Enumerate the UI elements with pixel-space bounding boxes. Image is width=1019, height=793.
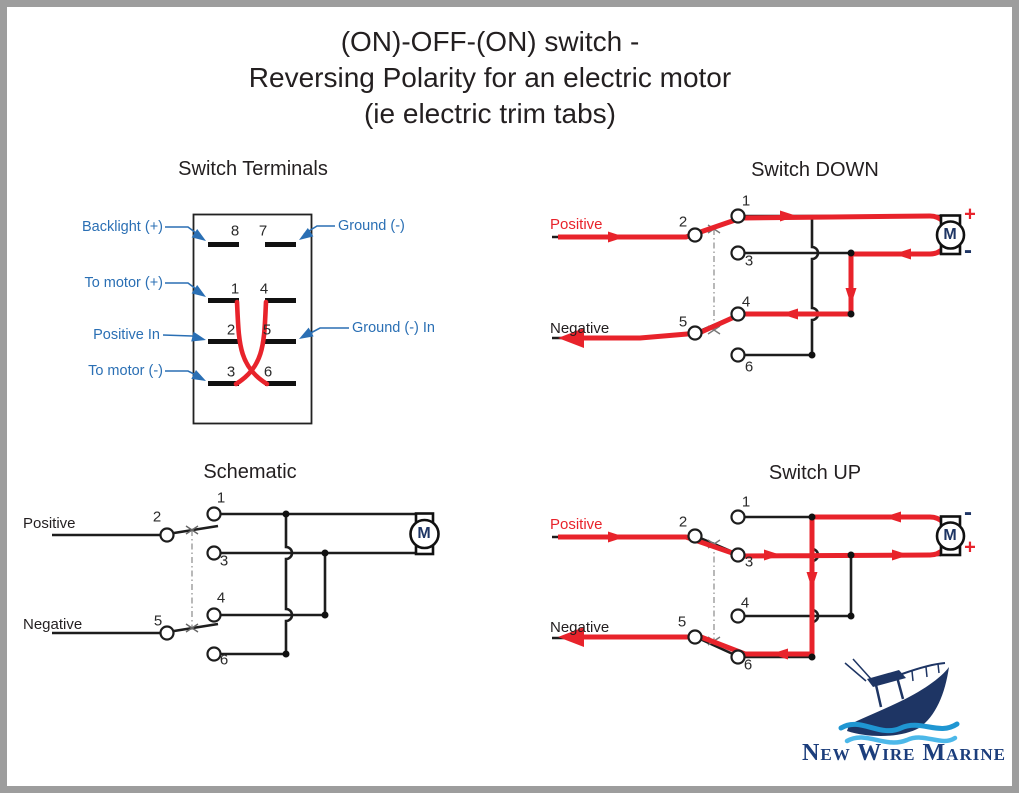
motor-letter: M (943, 527, 957, 544)
motor-plus-sign: + (964, 203, 976, 226)
flow-arrowheads (558, 511, 909, 660)
terminal-number: 4 (741, 293, 751, 311)
terminal-number: 3 (226, 363, 236, 381)
terminal-number: 2 (152, 508, 162, 526)
terminal-number: 5 (678, 313, 688, 331)
label-to-motor-neg: To motor (-) (88, 363, 163, 379)
switch-body-outline (192, 213, 313, 425)
terminal-bars (208, 242, 296, 386)
switch-up-graphic (552, 509, 966, 665)
motor-minus-sign: - (964, 499, 972, 526)
terminal-number: 6 (743, 656, 753, 674)
terminal-number: 4 (740, 594, 750, 612)
brand-name: New Wire Marine (802, 740, 1006, 766)
schematic-title: Schematic (203, 461, 297, 483)
up-negative-label: Negative (550, 619, 610, 636)
motor-letter: M (417, 525, 431, 542)
terminal-number: 6 (219, 651, 229, 669)
terminal-number: 2 (226, 321, 236, 339)
page-title: (ON)-OFF-(ON) switch - Reversing Polarit… (108, 24, 872, 132)
terminal-circles (687, 208, 746, 363)
motor-symbol (409, 512, 440, 556)
wave-dark (838, 721, 960, 734)
callout-arrowheads (191, 228, 314, 381)
terminal-number: 2 (678, 213, 688, 231)
terminal-number: 1 (230, 280, 240, 298)
motor-symbol (935, 214, 966, 256)
motor-minus-sign: - (964, 237, 972, 264)
label-positive-in: Positive In (93, 327, 160, 343)
terminal-number: 8 (230, 222, 240, 240)
boat-logo-icon (838, 658, 960, 745)
switch-terminals-graphic (162, 213, 349, 425)
crossover-wires (233, 299, 270, 387)
terminal-number: 6 (263, 363, 273, 381)
motor-plus-sign: + (964, 536, 976, 559)
switch-down-title: Switch DOWN (751, 159, 879, 181)
terminal-number: 3 (744, 553, 754, 571)
label-to-motor-pos: To motor (+) (84, 275, 163, 291)
junction-dots (808, 513, 855, 661)
motor-symbol (935, 515, 966, 557)
schematic-negative-label: Negative (23, 616, 83, 633)
terminal-number: 1 (741, 493, 751, 511)
terminal-number: 4 (216, 589, 226, 607)
terminal-number: 5 (262, 321, 272, 339)
junction-dots (282, 510, 329, 658)
junction-dots (808, 249, 855, 359)
terminal-circles (687, 509, 746, 665)
down-positive-label: Positive (550, 216, 603, 233)
schematic-wires (52, 512, 416, 656)
terminal-number: 1 (216, 489, 226, 507)
label-ground: Ground (-) (338, 218, 405, 234)
title-line-3: (ie electric trim tabs) (363, 98, 617, 129)
switch-terminals-title: Switch Terminals (178, 158, 328, 180)
terminal-number: 3 (219, 552, 229, 570)
lever-x-marks (185, 525, 199, 633)
motor-letter: M (943, 226, 957, 243)
schematic-positive-label: Positive (23, 515, 76, 532)
terminal-number: 5 (677, 613, 687, 631)
terminal-number: 5 (153, 612, 163, 630)
terminal-number: 4 (259, 280, 269, 298)
title-line-1: (ON)-OFF-(ON) switch - (340, 26, 640, 57)
schematic-graphic (52, 506, 440, 662)
wave-light (844, 735, 958, 745)
switch-up-title: Switch UP (768, 462, 862, 484)
terminal-circles (159, 506, 222, 662)
label-backlight: Backlight (+) (82, 219, 163, 235)
down-negative-label: Negative (550, 320, 610, 337)
terminal-number: 1 (741, 192, 751, 210)
terminal-number: 2 (678, 513, 688, 531)
flow-arrowheads (558, 210, 911, 348)
up-positive-label: Positive (550, 516, 603, 533)
terminal-number: 7 (258, 222, 268, 240)
title-line-2: Reversing Polarity for an electric motor (248, 62, 732, 93)
terminal-number: 6 (744, 358, 754, 376)
callout-lines (162, 225, 349, 378)
label-ground-in: Ground (-) In (352, 320, 435, 336)
terminal-number: 3 (744, 252, 754, 270)
switch-down-graphic (552, 208, 966, 363)
